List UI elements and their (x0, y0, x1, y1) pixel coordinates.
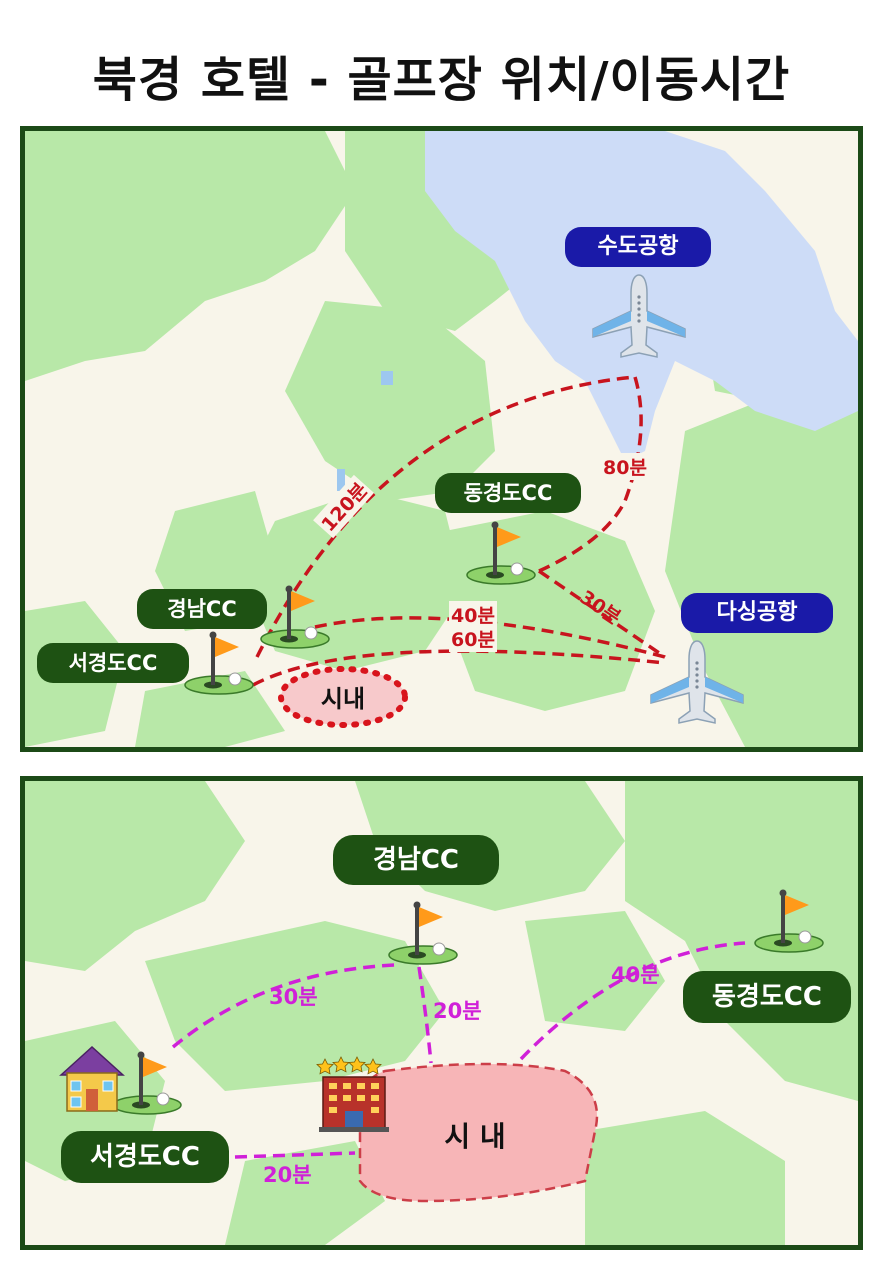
daxing-airport-label: 다싱공항 (681, 593, 833, 633)
bottom-map-panel: 30분 20분 40분 20분 시 내 경남CC 동경도CC 서경도CC (20, 776, 863, 1250)
airplane-icon (650, 640, 744, 724)
golf-flag-icon (388, 901, 458, 965)
route-label-20-west: 20분 (263, 1163, 312, 1187)
clubhouse-icon (59, 1045, 125, 1112)
golf-flag-icon (754, 889, 824, 953)
dongjingdo-cc-label: 동경도CC (435, 473, 581, 513)
downtown-label: 시내 (320, 685, 366, 713)
dongjingdo-cc-label: 동경도CC (683, 971, 851, 1023)
golf-flag-icon (260, 585, 330, 649)
page-title: 북경 호텔 - 골프장 위치/이동시간 (92, 52, 791, 108)
route-downtown-to-dongjingdo (519, 941, 746, 1061)
route-dong-to-daxing (538, 569, 666, 659)
downtown-zone (278, 666, 408, 728)
top-map-panel: 120분 80분 30분 40분 60분 시내 수도공항 다싱공항 동경도CC … (20, 126, 863, 752)
route-seo-to-daxing (252, 649, 666, 687)
route-label-30: 30분 (269, 985, 318, 1009)
golf-flag-icon (112, 1051, 182, 1115)
capital-airport-label: 수도공항 (565, 227, 711, 267)
route-seo-to-gyeongnam (171, 963, 396, 1049)
seogyeongdo-cc-label: 서경도CC (61, 1131, 229, 1183)
downtown-zone (358, 1062, 599, 1203)
airplane-icon (592, 274, 686, 358)
hotel-icon (316, 1056, 389, 1132)
route-label-60: 60분 (449, 625, 497, 652)
gyeongnam-cc-label: 경남CC (137, 589, 267, 629)
route-dong-to-capital (538, 376, 643, 573)
seogyeongdo-cc-label: 서경도CC (37, 643, 189, 683)
downtown-label: 시 내 (444, 1120, 506, 1153)
route-label-20: 20분 (433, 999, 482, 1023)
route-west-to-capital (255, 375, 636, 658)
route-label-80: 80분 (601, 453, 649, 480)
route-label-40: 40분 (449, 601, 497, 628)
route-seo-to-downtown (234, 1151, 356, 1159)
golf-flag-icon (466, 521, 536, 585)
route-gyeongnam-to-downtown (417, 966, 433, 1064)
golf-flag-icon (184, 631, 254, 695)
route-label-40: 40분 (611, 963, 660, 987)
gyeongnam-cc-label: 경남CC (333, 835, 499, 885)
